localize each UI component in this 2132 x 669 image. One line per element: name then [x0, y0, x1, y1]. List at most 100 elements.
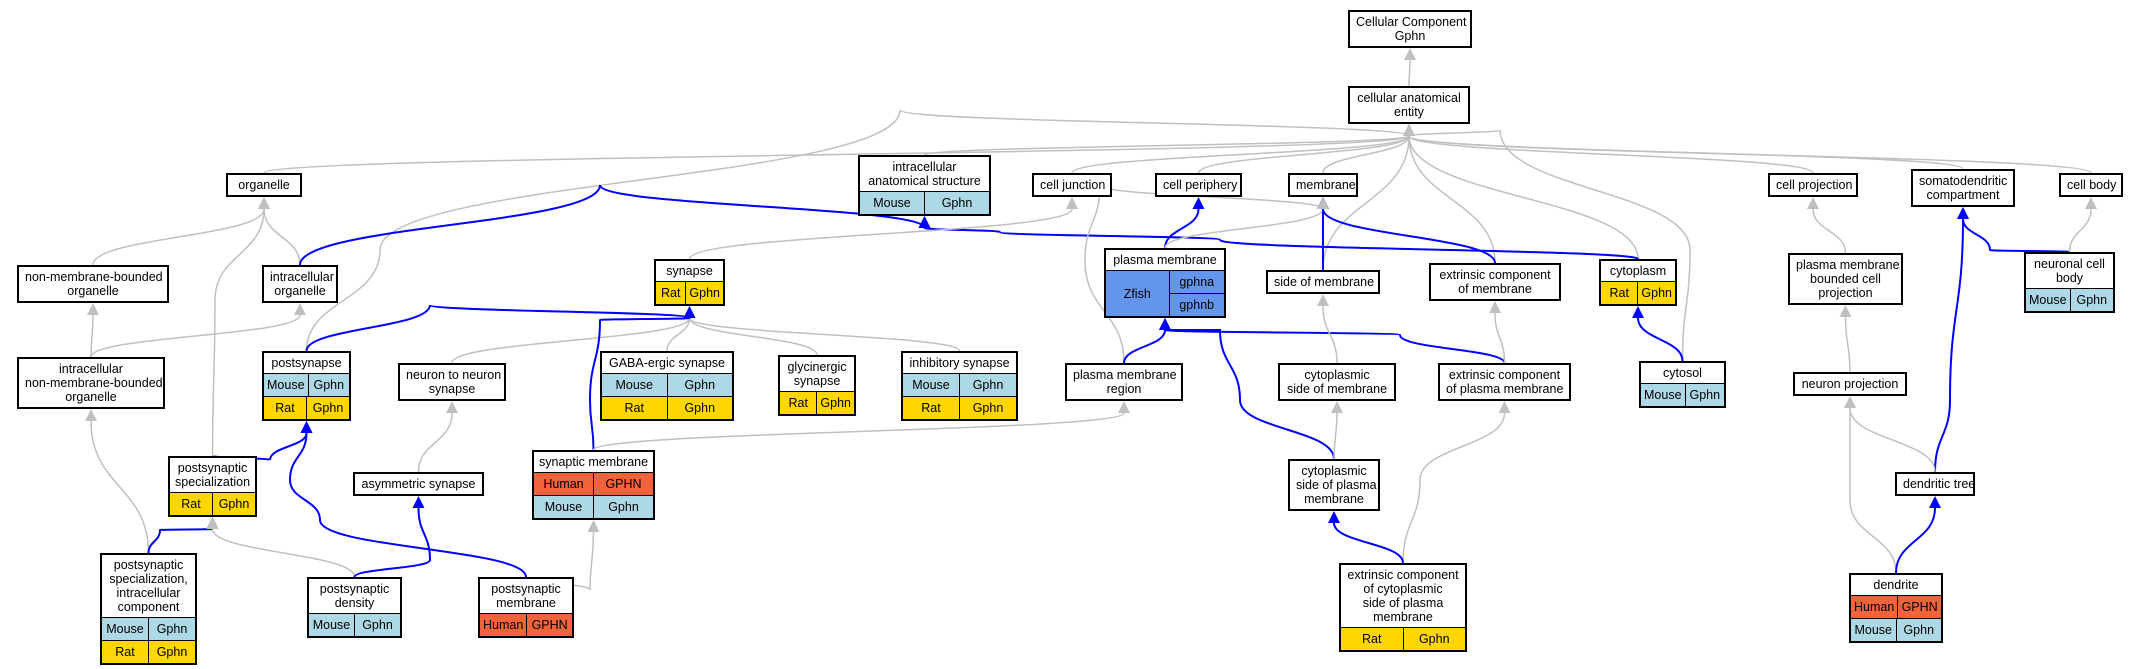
- organism-label: Mouse: [912, 378, 950, 392]
- node-asymmetric-synapse[interactable]: asymmetric synapse: [353, 472, 484, 496]
- node-title-line: postsynaptic: [491, 582, 561, 596]
- node-title-line: glycinergic: [787, 360, 847, 374]
- node-cell-body[interactable]: cell body: [2059, 173, 2123, 197]
- node-title-line: plasma membrane: [1113, 253, 1217, 267]
- node-title-line: neuronal cell: [2034, 257, 2105, 271]
- node-organelle[interactable]: organelle: [226, 173, 302, 197]
- node-title-line: cell junction: [1040, 178, 1106, 192]
- edge-is-a: [923, 135, 1410, 156]
- node-title-line: synapse: [793, 374, 841, 388]
- gene-label: Gphn: [1684, 384, 1724, 406]
- node-title-line: asymmetric synapse: [361, 477, 476, 491]
- node-title: synaptic membrane: [534, 452, 653, 472]
- node-title-line: specialization,: [109, 572, 188, 586]
- arrowhead: [1192, 197, 1205, 209]
- edge-is-a: [1071, 135, 1410, 174]
- edge-is-a: [1408, 135, 2092, 174]
- node-title: membrane: [1290, 175, 1356, 195]
- node-side-of-membrane[interactable]: side of membrane: [1266, 270, 1380, 294]
- node-title-line: organelle: [67, 284, 119, 298]
- edge-is-a: [688, 208, 1073, 260]
- node-title-line: anatomical structure: [868, 174, 981, 188]
- edge-part-of: [353, 507, 432, 578]
- gene-label: Gphn: [685, 282, 723, 304]
- node-membrane[interactable]: membrane: [1288, 173, 1358, 197]
- edge-is-a: [688, 317, 818, 356]
- annotation-row: Rat Gphn: [656, 281, 723, 304]
- edge-part-of: [288, 432, 527, 578]
- edge-is-a: [1849, 408, 1897, 574]
- node-title-line: GABA-ergic synapse: [608, 356, 726, 370]
- node-cell-projection[interactable]: cell projection: [1768, 173, 1858, 197]
- node-title: cell junction: [1034, 175, 1110, 195]
- arrowhead: [1118, 401, 1130, 413]
- arrowhead: [258, 197, 270, 209]
- arrowhead: [1807, 197, 1819, 209]
- arrowhead: [1317, 197, 1329, 209]
- node-title-line: projection: [1818, 286, 1873, 300]
- node-cell-junction[interactable]: cell junction: [1032, 173, 1112, 197]
- edge-part-of: [1165, 329, 1335, 460]
- organism-label: Rat: [1609, 286, 1629, 300]
- organism-label: Human: [543, 477, 584, 491]
- node-title: cell body: [2061, 175, 2121, 195]
- node-title-line: side of membrane: [1274, 275, 1375, 289]
- node-title: cell periphery: [1157, 175, 1240, 195]
- node-title-line: postsynapse: [271, 356, 342, 370]
- node-cell-periphery[interactable]: cell periphery: [1155, 173, 1242, 197]
- node-neuron-projection[interactable]: neuron projection: [1793, 372, 1907, 396]
- gene-label: GPHN: [1897, 596, 1941, 618]
- node-title-line: density: [334, 596, 375, 610]
- edge-is-a: [90, 314, 301, 358]
- organism-label: Mouse: [106, 622, 144, 636]
- gene-label: Gphn: [816, 392, 854, 414]
- organism-label: Mouse: [873, 196, 911, 210]
- organism-label: Rat: [660, 286, 681, 300]
- node-dendritic-tree[interactable]: dendritic tree: [1895, 472, 1975, 496]
- node-title-line: cell body: [2067, 178, 2117, 192]
- gene-label: Gphn: [307, 374, 349, 396]
- organism-label: Mouse: [312, 618, 351, 632]
